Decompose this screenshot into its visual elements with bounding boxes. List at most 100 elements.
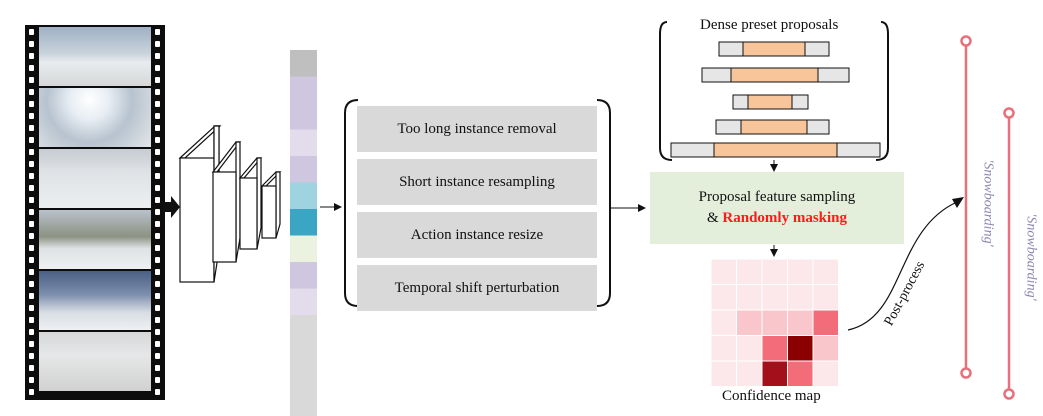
film-sprocket-hole — [29, 101, 34, 107]
film-sprocket-hole — [155, 125, 160, 131]
film-sprocket-hole — [155, 89, 160, 95]
feature-bar-segment — [290, 50, 317, 77]
augment-temporal-shift: Temporal shift perturbation — [357, 265, 597, 311]
film-sprocket-hole — [29, 329, 34, 335]
film-sprocket-hole — [29, 377, 34, 383]
output-label-1: 'Snowboarding' — [980, 159, 996, 247]
confidence-cell — [710, 309, 737, 336]
film-sprocket-hole — [29, 305, 34, 311]
confidence-cell — [812, 258, 839, 285]
film-sprocket-hole — [155, 137, 160, 143]
film-sprocket-hole — [29, 41, 34, 47]
film-sprocket-hole — [155, 329, 160, 335]
feature-sampling-box: Proposal feature sampling & Randomly mas… — [650, 172, 904, 244]
film-sprocket-hole — [29, 281, 34, 287]
film-sprocket-hole — [155, 77, 160, 83]
feature-bar-segment — [290, 288, 317, 316]
feature-bar-segment — [290, 209, 317, 236]
confidence-cell — [787, 335, 814, 362]
confidence-cell — [736, 335, 763, 362]
proposal-bar — [718, 41, 830, 57]
video-frame-3 — [39, 149, 151, 208]
film-sprocket-hole — [29, 197, 34, 203]
film-sprocket-hole — [29, 245, 34, 251]
film-sprocket-hole — [29, 173, 34, 179]
confidence-cell — [812, 360, 839, 387]
feature-bar-segment — [290, 262, 317, 289]
confidence-cell — [812, 284, 839, 311]
confidence-cell — [710, 284, 737, 311]
film-sprocket-hole — [29, 293, 34, 299]
feature-bar-segment — [290, 341, 317, 369]
film-sprocket-hole — [155, 185, 160, 191]
film-sprocket-hole — [155, 293, 160, 299]
encoder-blocks — [178, 125, 282, 283]
film-sprocket-hole — [29, 209, 34, 215]
film-sprocket-hole — [29, 65, 34, 71]
postprocess-arrowhead — [952, 197, 964, 208]
confidence-cell — [812, 335, 839, 362]
film-sprocket-hole — [155, 233, 160, 239]
confidence-cell — [736, 258, 763, 285]
augment-short-resampling: Short instance resampling — [357, 159, 597, 205]
confidence-cell — [787, 309, 814, 336]
confidence-cell — [710, 360, 737, 387]
film-sprocket-hole — [29, 113, 34, 119]
feature-bar-segment — [290, 182, 317, 210]
confidence-cell — [787, 360, 814, 387]
confidence-cell — [761, 258, 788, 285]
output-segment-1 — [960, 35, 972, 379]
dense-proposals — [670, 41, 881, 158]
confidence-cell — [787, 284, 814, 311]
film-sprocket-hole — [29, 161, 34, 167]
film-sprocket-hole — [29, 89, 34, 95]
output-segment-2 — [1003, 107, 1015, 400]
augment-instance-resize: Action instance resize — [357, 212, 597, 258]
feature-bar-segment — [290, 156, 317, 183]
feature-bar-segment — [290, 76, 317, 104]
film-sprocket-hole — [155, 281, 160, 287]
confidence-map-label: Confidence map — [722, 388, 821, 404]
augment-right-bracket — [596, 99, 611, 307]
film-sprocket-hole — [155, 149, 160, 155]
confidence-cell — [710, 335, 737, 362]
video-frame-5 — [39, 271, 151, 330]
proposal-bar — [732, 94, 809, 110]
film-sprocket-hole — [29, 77, 34, 83]
feature-bar-segment — [290, 368, 317, 395]
feature-sampling-line2: & Randomly masking — [707, 208, 847, 229]
confidence-cell — [761, 335, 788, 362]
proposals-left-bracket — [659, 21, 673, 161]
film-sprocket-hole — [155, 269, 160, 275]
proposal-bar — [715, 119, 830, 135]
film-sprocket-hole — [155, 173, 160, 179]
film-sprocket-hole — [155, 65, 160, 71]
film-sprocket-hole — [155, 389, 160, 395]
film-sprocket-hole — [155, 101, 160, 107]
augment-left-bracket — [344, 99, 359, 307]
film-sprocket-hole — [29, 137, 34, 143]
film-sprocket-hole — [29, 257, 34, 263]
film-sprocket-hole — [29, 389, 34, 395]
feature-bar-segment — [290, 129, 317, 157]
proposal-bar — [701, 67, 850, 83]
feature-bar-segment — [290, 394, 317, 416]
film-sprocket-hole — [29, 125, 34, 131]
film-sprocket-hole — [29, 341, 34, 347]
confidence-cell — [812, 309, 839, 336]
film-sprocket-hole — [155, 197, 160, 203]
film-sprocket-hole — [155, 305, 160, 311]
film-sprocket-hole — [155, 377, 160, 383]
confidence-cell — [761, 284, 788, 311]
film-sprocket-hole — [155, 29, 160, 35]
confidence-cell — [736, 284, 763, 311]
confidence-cell — [761, 309, 788, 336]
postprocess-arrow — [847, 201, 958, 331]
video-frame-1 — [39, 27, 151, 86]
film-sprocket-hole — [155, 257, 160, 263]
film-sprocket-hole — [155, 341, 160, 347]
confidence-map-grid — [710, 258, 839, 387]
film-sprocket-hole — [29, 29, 34, 35]
film-sprocket-hole — [29, 233, 34, 239]
feature-sequence-bar — [290, 50, 317, 416]
